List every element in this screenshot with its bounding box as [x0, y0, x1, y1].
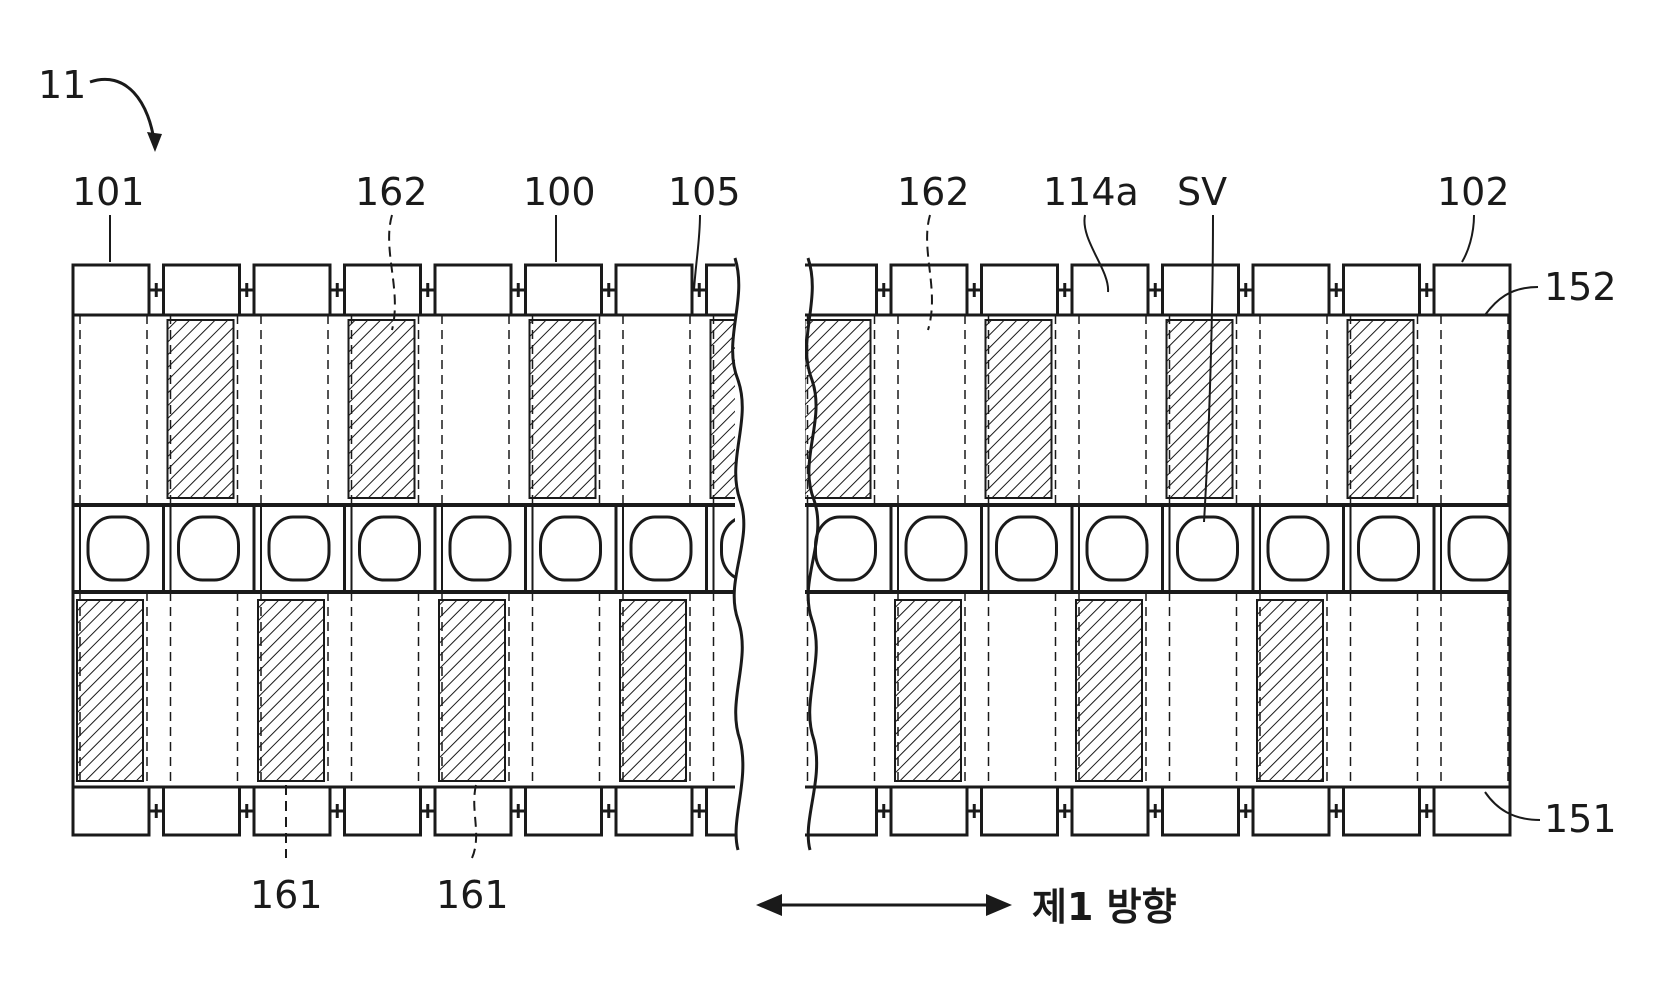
hatched-electrode-162	[349, 320, 415, 498]
ref-main-arrow	[90, 79, 155, 148]
bottom-pad	[1344, 787, 1420, 835]
top-pad	[1253, 265, 1329, 315]
hatched-electrode-161	[1076, 600, 1142, 781]
opening-sv	[631, 517, 691, 580]
bottom-pad	[982, 787, 1058, 835]
top-pad	[526, 265, 602, 315]
top-pad	[616, 265, 692, 315]
hatched-electrode-161	[895, 600, 961, 781]
bottom-pad	[254, 787, 330, 835]
opening-sv	[722, 517, 782, 580]
top-pad	[707, 265, 783, 315]
top-pad	[982, 265, 1058, 315]
opening-sv	[88, 517, 148, 580]
opening-sv	[997, 517, 1057, 580]
top-pad	[345, 265, 421, 315]
right-panel	[710, 265, 1510, 835]
opening-sv	[541, 517, 601, 580]
hatched-electrode-162	[986, 320, 1052, 498]
label-161-b: 161	[436, 873, 509, 917]
hatched-electrode-162	[1167, 320, 1233, 498]
bottom-pad	[707, 787, 783, 835]
top-pad	[164, 265, 240, 315]
label-162-left: 162	[355, 170, 428, 214]
bottom-pad	[435, 787, 511, 835]
direction-double-arrow	[756, 894, 1012, 916]
opening-sv	[906, 517, 966, 580]
label-151: 151	[1544, 797, 1617, 841]
top-pad	[710, 265, 786, 315]
hatched-electrode-161	[714, 600, 780, 781]
ref-main-arrowhead	[147, 132, 162, 152]
label-102: 102	[1437, 170, 1510, 214]
bottom-pad	[1072, 787, 1148, 835]
opening-sv	[450, 517, 510, 580]
hatched-electrode-161	[1257, 600, 1323, 781]
opening-sv	[816, 517, 876, 580]
hatched-electrode-161	[439, 600, 505, 781]
bottom-pad	[345, 787, 421, 835]
hatched-electrode-162	[1348, 320, 1414, 498]
top-pad	[254, 265, 330, 315]
opening-sv	[1449, 517, 1509, 580]
opening-sv	[179, 517, 239, 580]
top-pad	[435, 265, 511, 315]
top-pad	[1072, 265, 1148, 315]
ref-main-label: 11	[38, 63, 86, 107]
hatched-electrode-161	[620, 600, 686, 781]
bottom-pad	[73, 787, 149, 835]
bottom-pad	[710, 787, 786, 835]
left-panel	[73, 265, 783, 835]
opening-sv	[1178, 517, 1238, 580]
label-152: 152	[1544, 265, 1617, 309]
hatched-electrode-161	[258, 600, 324, 781]
hatched-electrode-162	[168, 320, 234, 498]
bottom-pad	[1253, 787, 1329, 835]
bottom-pad	[164, 787, 240, 835]
label-162-right: 162	[897, 170, 970, 214]
opening-sv	[1268, 517, 1328, 580]
hatched-electrode-161	[77, 600, 143, 781]
hatched-electrode-162	[530, 320, 596, 498]
label-161-a: 161	[250, 873, 323, 917]
top-pad	[1434, 265, 1510, 315]
top-pad	[73, 265, 149, 315]
label-100: 100	[523, 170, 596, 214]
bottom-pad	[526, 787, 602, 835]
opening-sv	[1087, 517, 1147, 580]
top-pad	[1163, 265, 1239, 315]
bottom-pad	[1163, 787, 1239, 835]
label-101: 101	[72, 170, 145, 214]
opening-sv	[1359, 517, 1419, 580]
direction-label: 제1 방향	[1032, 885, 1177, 929]
opening-sv	[269, 517, 329, 580]
bottom-pad	[891, 787, 967, 835]
opening-sv	[725, 517, 785, 580]
opening-sv	[360, 517, 420, 580]
label-114a: 114a	[1043, 170, 1139, 214]
label-105: 105	[668, 170, 741, 214]
hatched-electrode-162	[805, 320, 871, 498]
top-pad	[1344, 265, 1420, 315]
bottom-pad	[616, 787, 692, 835]
bottom-pad	[1434, 787, 1510, 835]
label-sv: SV	[1177, 170, 1227, 214]
